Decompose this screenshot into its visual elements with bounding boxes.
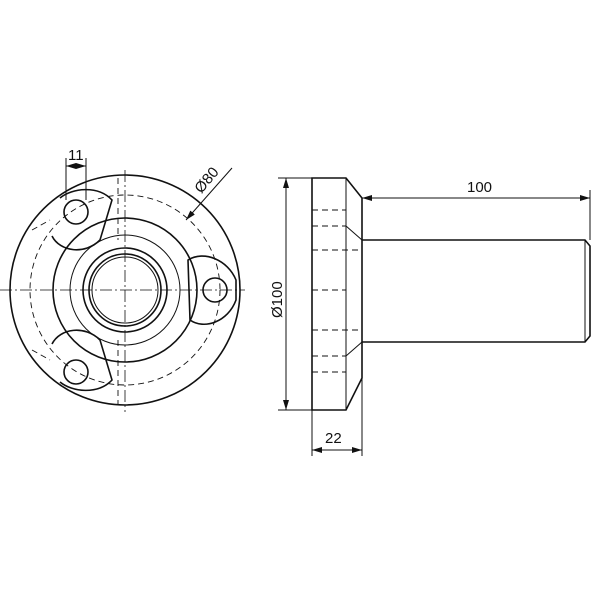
cone-bottom	[345, 341, 363, 357]
flange-profile	[311, 177, 363, 411]
bolt-hole-bottom-left	[63, 359, 89, 385]
dim-flange-diameter: Ø100	[269, 281, 286, 318]
shaft-profile	[362, 239, 591, 343]
dim-shaft-length: 100	[467, 179, 492, 196]
bolt-lobe-bottom-left	[51, 329, 113, 392]
bolt-hole-right	[202, 277, 228, 303]
dim-slot-width: 11	[68, 147, 84, 164]
bolt-hole-top-left	[63, 199, 89, 225]
dim-flange-thickness: 22	[325, 430, 342, 447]
hidden-line-3	[31, 219, 51, 231]
hidden-line-4	[31, 349, 51, 361]
dim-bolt-circle: Ø80	[191, 164, 222, 197]
bolt-lobe-top-left	[51, 188, 113, 251]
dim-80-leader	[185, 167, 233, 221]
bolt-lobe-right	[187, 255, 237, 325]
cone-top	[345, 225, 363, 241]
front-view: 11 Ø80	[0, 147, 245, 412]
side-view: Ø100 100 22	[269, 177, 591, 456]
